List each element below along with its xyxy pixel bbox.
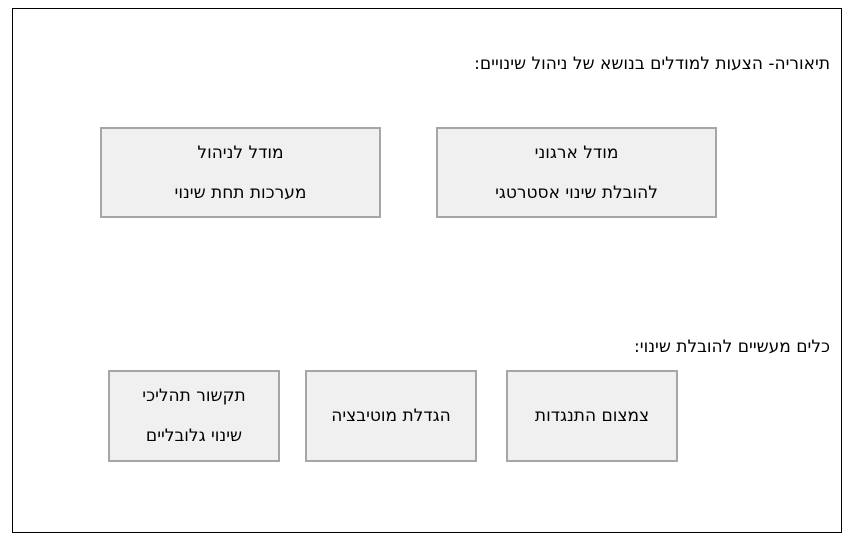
communicate-global-change-line1: תקשור תהליכי: [142, 386, 246, 406]
models-section-title: תיאוריה- הצעות למודלים בנושא של ניהול שי…: [474, 54, 830, 74]
systems-management-model-box: מודל לניהול מערכות תחת שינוי: [100, 127, 381, 218]
communicate-global-change-box: תקשור תהליכי שינוי גלובליים: [108, 370, 280, 462]
tools-section-title: כלים מעשיים להובלת שינוי:: [634, 337, 830, 357]
reduce-resistance-box: צמצום התנגדות: [506, 370, 678, 462]
organizational-model-box: מודל ארגוני להובלת שינוי אסטרטגי: [436, 127, 717, 218]
increase-motivation-box: הגדלת מוטיבציה: [305, 370, 477, 462]
organizational-model-line2: להובלת שינוי אסטרטגי: [495, 182, 658, 203]
organizational-model-line1: מודל ארגוני: [534, 142, 619, 163]
increase-motivation-label: הגדלת מוטיבציה: [331, 406, 451, 426]
reduce-resistance-label: צמצום התנגדות: [534, 406, 650, 426]
systems-management-model-line1: מודל לניהול: [197, 142, 284, 163]
communicate-global-change-line2: שינוי גלובליים: [145, 426, 243, 446]
systems-management-model-line2: מערכות תחת שינוי: [174, 182, 307, 203]
